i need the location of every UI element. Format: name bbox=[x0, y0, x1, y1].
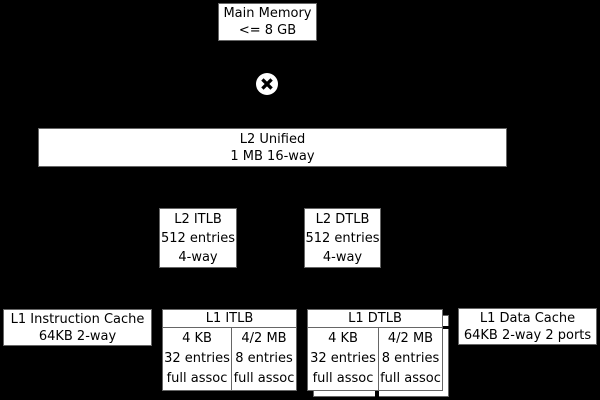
l1-icache-size: 64KB 2-way bbox=[38, 328, 117, 344]
l1-itlb-body: 4 KB 32 entries full assoc 4/2 MB 8 entr… bbox=[162, 327, 297, 391]
l2-itlb-entries: 512 entries bbox=[160, 230, 235, 246]
l1-itlb-box: L1 ITLB 4 KB 32 entries full assoc 4/2 M… bbox=[162, 309, 297, 391]
assoc: full assoc bbox=[312, 371, 374, 386]
l2-unified-cache-box: L2 Unified 1 MB 16-way bbox=[38, 128, 507, 167]
entries: 32 entries bbox=[310, 351, 376, 366]
entries: 8 entries bbox=[235, 351, 293, 366]
l2-itlb-assoc: 4-way bbox=[178, 249, 218, 265]
l1-dcache-title: L1 Data Cache bbox=[479, 310, 576, 326]
l1-data-cache-box: L1 Data Cache 64KB 2-way 2 ports bbox=[458, 308, 597, 345]
l1-dtlb-shadow-divider-line bbox=[375, 389, 379, 398]
page-size: 4 KB bbox=[182, 331, 212, 346]
l2-itlb-title: L2 ITLB bbox=[174, 211, 222, 227]
l1-dtlb-large-page-cell: 4/2 MB 8 entries full assoc bbox=[378, 327, 443, 391]
entries: 32 entries bbox=[164, 351, 230, 366]
l1-instruction-cache-box: L1 Instruction Cache 64KB 2-way bbox=[3, 309, 152, 346]
assoc: full assoc bbox=[380, 371, 441, 386]
circled-times-icon bbox=[256, 73, 278, 95]
main-memory-size: <= 8 GB bbox=[238, 23, 297, 38]
l1-icache-title: L1 Instruction Cache bbox=[10, 311, 145, 327]
l1-itlb-title: L1 ITLB bbox=[162, 309, 297, 328]
l2-unified-size: 1 MB 16-way bbox=[230, 148, 315, 164]
page-size: 4/2 MB bbox=[241, 331, 287, 346]
l2-dtlb-box: L2 DTLB 512 entries 4-way bbox=[304, 208, 381, 268]
l2-dtlb-entries: 512 entries bbox=[305, 230, 380, 246]
l1-itlb-large-page-cell: 4/2 MB 8 entries full assoc bbox=[231, 327, 297, 391]
page-size: 4 KB bbox=[328, 331, 358, 346]
l2-dtlb-assoc: 4-way bbox=[322, 249, 363, 265]
main-memory-title: Main Memory bbox=[223, 6, 312, 21]
entries: 8 entries bbox=[381, 351, 440, 366]
l2-unified-title: L2 Unified bbox=[239, 131, 306, 147]
assoc: full assoc bbox=[166, 371, 228, 386]
l1-dtlb-box: L1 DTLB 4 KB 32 entries full assoc 4/2 M… bbox=[307, 309, 443, 391]
l1-dtlb-body: 4 KB 32 entries full assoc 4/2 MB 8 entr… bbox=[307, 327, 443, 391]
l2-dtlb-title: L2 DTLB bbox=[315, 211, 370, 227]
l1-dtlb-4kb-cell: 4 KB 32 entries full assoc bbox=[307, 327, 379, 391]
l1-dcache-size: 64KB 2-way 2 ports bbox=[463, 327, 592, 343]
l2-itlb-box: L2 ITLB 512 entries 4-way bbox=[159, 208, 237, 268]
main-memory-box: Main Memory <= 8 GB bbox=[218, 3, 317, 41]
l1-dtlb-shadow-junction-line bbox=[442, 326, 450, 329]
assoc: full assoc bbox=[233, 371, 295, 386]
l1-dtlb-title: L1 DTLB bbox=[307, 309, 443, 328]
l1-itlb-4kb-cell: 4 KB 32 entries full assoc bbox=[162, 327, 232, 391]
page-size: 4/2 MB bbox=[387, 331, 434, 346]
